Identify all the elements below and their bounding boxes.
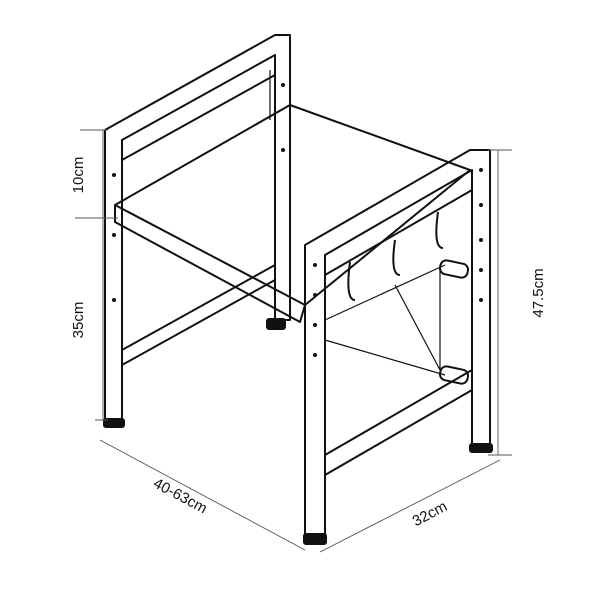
- shelf-board: [114, 104, 471, 323]
- dimension-lines: [75, 129, 512, 553]
- front-side-frame: [304, 149, 491, 536]
- total-height-label: 47.5cm: [530, 268, 547, 317]
- feet: [103, 318, 493, 545]
- back-side-frame: [104, 34, 291, 421]
- adjustment-holes: [112, 83, 483, 357]
- lower-height-label: 35cm: [70, 302, 87, 339]
- width-label: 40-63cm: [150, 475, 210, 517]
- top-height-label: 10cm: [70, 157, 87, 194]
